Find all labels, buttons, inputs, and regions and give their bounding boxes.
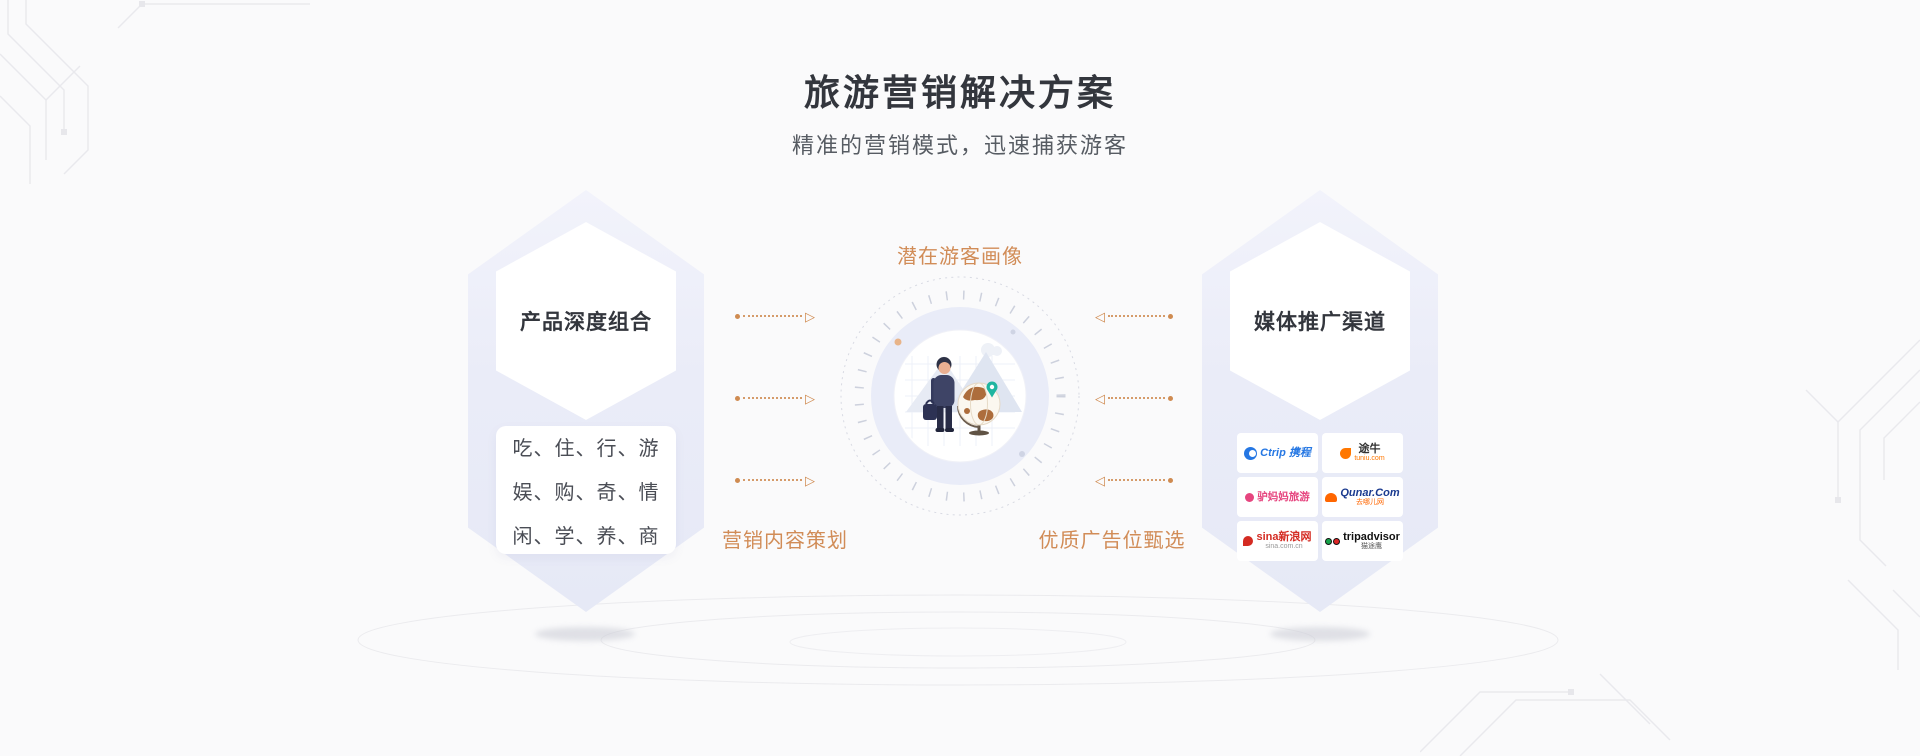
arrow-left-triangle-icon: ◁ [1095, 472, 1105, 488]
tripadvisor-owl-icon [1325, 537, 1341, 545]
dotted-arrow-left: ◁ [1095, 309, 1173, 323]
media-channels-hexagon: 媒体推广渠道 [1230, 222, 1410, 420]
product-combo-line: 娱、购、奇、情 [512, 481, 660, 504]
label-marketing-content-planning: 营销内容策划 [722, 530, 848, 552]
dotted-arrow-left: ◁ [1095, 391, 1173, 405]
arrow-dotted-line [1108, 479, 1165, 481]
traveler-illustration [905, 343, 1022, 446]
location-pin-icon [986, 381, 998, 398]
product-combo-hexagon: 产品深度组合 [496, 222, 676, 420]
traveler-globe-diagram [840, 276, 1080, 516]
arrow-dot [1168, 395, 1173, 401]
dotted-arrow-right: ▷ [735, 391, 815, 405]
arrow-left-triangle-icon: ◁ [1095, 308, 1105, 324]
lvmama-logo: 驴妈妈旅游 [1237, 477, 1318, 517]
arrow-right-triangle-icon: ▷ [805, 472, 815, 488]
tick-ring [854, 290, 1066, 502]
arrow-dot [1168, 313, 1173, 319]
product-combo-line: 吃、住、行、游 [512, 437, 660, 460]
dotted-arrow-left: ◁ [1095, 473, 1173, 487]
arrow-dotted-line [1108, 397, 1165, 399]
arrow-dotted-line [1108, 315, 1165, 317]
product-combo-title: 产品深度组合 [520, 311, 652, 334]
product-combo-card: 产品深度组合 吃、住、行、游 娱、购、奇、情 闲、学、养、商 [468, 190, 704, 612]
dotted-arrow-right: ▷ [735, 309, 815, 323]
circuit-decoration-right [1805, 339, 1920, 670]
page-subtitle: 精准的营销模式，迅速捕获游客 [791, 133, 1128, 158]
product-combo-line: 闲、学、养、商 [512, 525, 660, 548]
outer-dotted-circle [840, 276, 1080, 516]
arrow-dot [735, 313, 740, 319]
ctrip-logo: Ctrip 携程 [1237, 433, 1318, 473]
ring-accent-dots [894, 329, 1025, 457]
label-premium-ad-selection: 优质广告位甄选 [1038, 530, 1186, 552]
dotted-arrow-right: ▷ [735, 473, 815, 487]
media-channels-title: 媒体推广渠道 [1254, 311, 1386, 334]
label-potential-tourist-portrait: 潜在游客画像 [897, 246, 1023, 268]
arrow-dot [735, 395, 740, 401]
qunar-camel-icon [1325, 492, 1338, 502]
tuniu-bull-icon [1340, 447, 1352, 459]
arrow-right-triangle-icon: ▷ [805, 390, 815, 406]
arrow-left-triangle-icon: ◁ [1095, 390, 1105, 406]
arrow-dotted-line [743, 315, 802, 317]
arrow-dotted-line [743, 479, 802, 481]
circuit-decoration-bottom-right [1420, 673, 1671, 756]
page-title: 旅游营销解决方案 [803, 72, 1116, 113]
sina-eye-icon [1243, 536, 1254, 546]
arrow-right-triangle-icon: ▷ [805, 308, 815, 324]
arrow-dot [735, 477, 740, 483]
arrow-dot [1168, 477, 1173, 483]
product-combo-list: 吃、住、行、游 娱、购、奇、情 闲、学、养、商 [496, 426, 676, 554]
arrow-dotted-line [743, 397, 802, 399]
ctrip-dolphin-icon [1244, 446, 1258, 460]
lvmama-icon [1245, 492, 1255, 502]
